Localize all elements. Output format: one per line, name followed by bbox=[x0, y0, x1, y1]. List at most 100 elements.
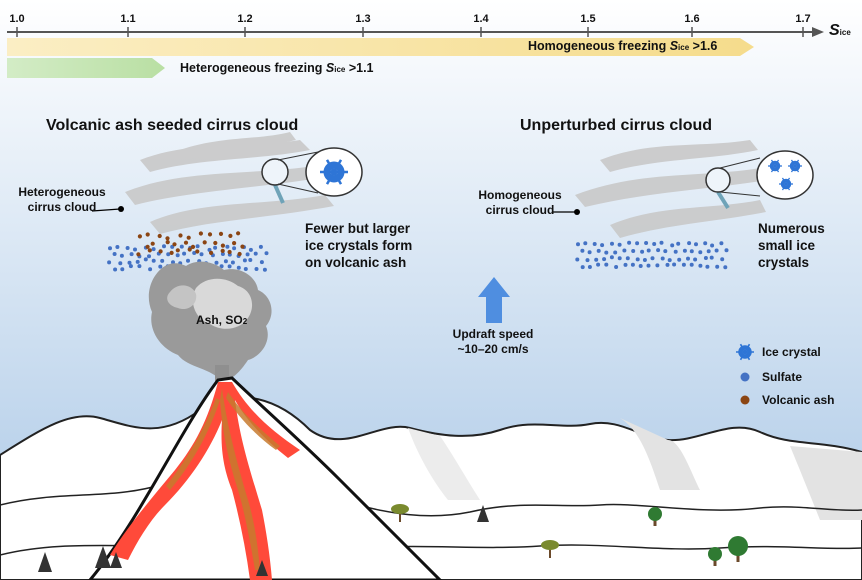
sulfate-particle bbox=[640, 249, 645, 254]
sulfate-particle bbox=[723, 265, 728, 270]
sulfate-particle bbox=[667, 258, 672, 263]
right-cloud-pointer-dot bbox=[574, 209, 580, 215]
sulfate-particle bbox=[113, 267, 118, 272]
sulfate-particle bbox=[243, 267, 248, 271]
homogeneous-freezing-bar bbox=[7, 38, 754, 56]
left-cloud-label-line2: cirrus cloud bbox=[27, 200, 97, 214]
right-crystals-description: Numerous small ice crystals bbox=[758, 221, 825, 270]
legend-ash-dot bbox=[740, 395, 750, 405]
sulfate-particle bbox=[248, 247, 253, 252]
left-ash-particles bbox=[136, 231, 245, 257]
right-cloud-label-line2: cirrus cloud bbox=[485, 203, 555, 217]
sulfate-particle bbox=[663, 249, 668, 254]
sulfate-particle bbox=[630, 262, 635, 267]
right-panel-title: Unperturbed cirrus cloud bbox=[520, 117, 713, 134]
right-magnifier bbox=[705, 150, 814, 210]
sulfate-particle bbox=[610, 241, 614, 246]
sulfate-particle bbox=[580, 265, 585, 270]
sulfate-particle bbox=[703, 256, 708, 260]
sulfate-particle bbox=[576, 242, 580, 247]
sulfate-particle bbox=[258, 244, 263, 249]
sulfate-particle bbox=[127, 260, 132, 265]
volcanic-ash-particle bbox=[237, 251, 242, 257]
sulfate-particle bbox=[596, 248, 601, 253]
sice-tick-label: 1.3 bbox=[355, 13, 371, 25]
sulfate-particle bbox=[575, 257, 580, 262]
sulfate-particle bbox=[659, 240, 664, 245]
sulfate-particle bbox=[227, 264, 232, 269]
volcanic-ash-particle bbox=[228, 233, 233, 238]
sulfate-particle bbox=[223, 259, 228, 264]
sulfate-particle bbox=[137, 264, 142, 269]
volcanic-ash-particle bbox=[186, 235, 191, 240]
sulfate-particle bbox=[631, 249, 636, 253]
sulfate-particle bbox=[245, 252, 250, 257]
sice-tick-label: 1.1 bbox=[120, 13, 136, 25]
sice-axis-arrowhead bbox=[812, 27, 824, 37]
volcanic-ash-particle bbox=[137, 234, 142, 239]
sulfate-particle bbox=[148, 267, 153, 272]
sulfate-particle bbox=[623, 262, 628, 267]
sulfate-particle bbox=[107, 260, 112, 265]
sulfate-particle bbox=[583, 241, 588, 246]
sulfate-particle bbox=[724, 248, 729, 253]
sulfate-particle bbox=[220, 252, 225, 256]
sulfate-particle bbox=[687, 241, 692, 246]
sulfate-particle bbox=[682, 248, 687, 253]
sulfate-particle bbox=[248, 258, 253, 262]
sulfate-particle bbox=[186, 258, 190, 263]
sulfate-particle bbox=[719, 241, 724, 246]
sulfate-particle bbox=[617, 242, 622, 247]
legend-ice-crystal-label: Ice crystal bbox=[762, 345, 821, 359]
sulfate-particle bbox=[262, 267, 267, 272]
volcanic-ash-particle bbox=[209, 250, 214, 255]
trees bbox=[38, 504, 748, 576]
sulfate-particle bbox=[587, 250, 592, 255]
sulfate-particle bbox=[660, 256, 665, 261]
volcanic-ash-particle bbox=[165, 240, 170, 245]
volcanic-ash-particle bbox=[187, 247, 192, 252]
sulfate-particle bbox=[638, 264, 643, 268]
sulfate-particle bbox=[676, 241, 681, 246]
sulfate-particle bbox=[646, 263, 651, 268]
volcanic-ash-particle bbox=[195, 249, 200, 254]
sice-tick-label: 1.6 bbox=[684, 13, 700, 25]
sulfate-particle bbox=[592, 242, 597, 246]
sulfate-particle bbox=[119, 253, 124, 258]
sulfate-particle bbox=[199, 252, 204, 257]
sulfate-particle bbox=[225, 244, 230, 249]
sulfate-particle bbox=[596, 262, 601, 267]
volcanic-ash-particle bbox=[236, 231, 241, 236]
sulfate-particle bbox=[714, 248, 719, 253]
sulfate-particle bbox=[254, 267, 259, 271]
homogeneous-freezing-text: Homogeneous freezing bbox=[528, 39, 667, 53]
heterogeneous-sice-symbol: S bbox=[325, 61, 335, 75]
sulfate-particle bbox=[665, 262, 670, 267]
heterogeneous-freezing-bar bbox=[7, 58, 165, 78]
sice-axis-label: Sice bbox=[829, 22, 851, 40]
volcanic-ash-particle bbox=[150, 241, 155, 246]
sulfate-particle bbox=[652, 242, 657, 246]
sulfate-particle bbox=[213, 245, 218, 250]
sulfate-particle bbox=[166, 252, 171, 257]
sulfate-particle bbox=[705, 264, 710, 269]
sulfate-particle bbox=[108, 246, 112, 251]
sice-tick-label: 1.0 bbox=[9, 13, 25, 25]
homogeneous-sice-subscript: ice bbox=[678, 43, 690, 52]
plume-label-subscript: 2 bbox=[242, 317, 248, 326]
left-cloud-pointer bbox=[91, 208, 121, 212]
legend-sulfate-label: Sulfate bbox=[762, 370, 803, 384]
sulfate-particle bbox=[693, 257, 698, 262]
sulfate-particle bbox=[703, 241, 708, 246]
sulfate-particle bbox=[259, 260, 264, 265]
sulfate-particle bbox=[236, 265, 241, 270]
sulfate-particle bbox=[656, 248, 661, 253]
sulfate-particle bbox=[600, 243, 605, 248]
sulfate-particle bbox=[670, 243, 675, 248]
volcanic-ash-particle bbox=[172, 242, 177, 247]
volcanic-ash-particle bbox=[157, 233, 162, 239]
sulfate-particle bbox=[214, 260, 219, 265]
sulfate-particle bbox=[614, 265, 619, 269]
